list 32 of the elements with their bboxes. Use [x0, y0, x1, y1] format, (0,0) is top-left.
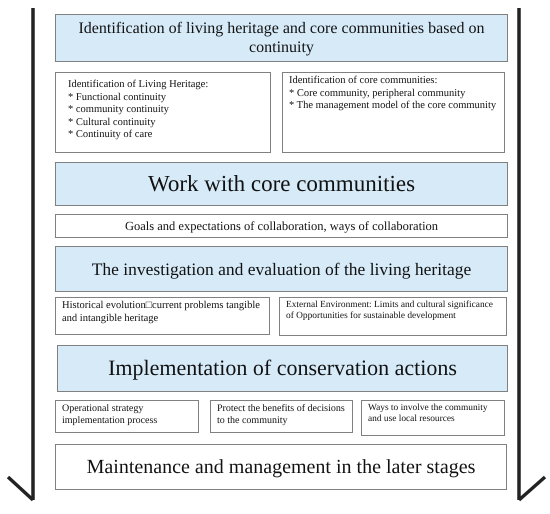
- detail-box: [282, 72, 505, 153]
- box-text: Maintenance and management in the later stages: [86, 455, 476, 479]
- stage-box: [57, 345, 508, 392]
- bullet-item: * Continuity of care: [68, 129, 154, 142]
- bullet-item: * The management model of the core community: [289, 100, 498, 113]
- box-heading: Identification of Living Heritage:: [68, 79, 210, 92]
- stage-title: Work with core communities: [148, 170, 416, 198]
- box-text: Ways to involve the community and use local resources: [368, 403, 489, 426]
- bullet-item: * Functional continuity: [68, 92, 167, 104]
- detail-box: [55, 400, 199, 433]
- detail-box: [279, 297, 507, 336]
- detail-box: [55, 297, 270, 335]
- bullet-item: * Cultural continuity: [68, 116, 156, 130]
- detail-box: [55, 214, 508, 238]
- stage-box: [55, 162, 508, 206]
- detail-box: [55, 444, 507, 490]
- bullet-item: * Core community, peripheral community: [289, 88, 466, 100]
- stage-title: The investigation and evaluation of the living heritage: [92, 258, 472, 280]
- box-text: Protect the benefits of decisions to the community: [217, 403, 346, 427]
- detail-box: [55, 72, 271, 153]
- detail-box: [361, 400, 505, 436]
- box-text: Operational strategy implementation process: [62, 403, 158, 427]
- stage-box: [55, 246, 508, 292]
- bullet-item: * community continuity: [68, 104, 170, 117]
- stage-title: Identification of living heritage and core communities based on continuity: [77, 18, 486, 58]
- box-text: Historical evolution□current problems tangible and intangible heritage: [62, 300, 261, 326]
- box-text: Goals and expectations of collaboration, ways of collaboration: [124, 218, 438, 234]
- stage-box: [55, 14, 508, 62]
- detail-box: [210, 400, 353, 433]
- box-heading: Identification of core communities:: [289, 75, 438, 88]
- stage-title: Implementation of conservation actions: [108, 355, 457, 382]
- box-text: External Environment: Limits and cultural significance of Opportunities for sustainable development: [286, 300, 494, 323]
